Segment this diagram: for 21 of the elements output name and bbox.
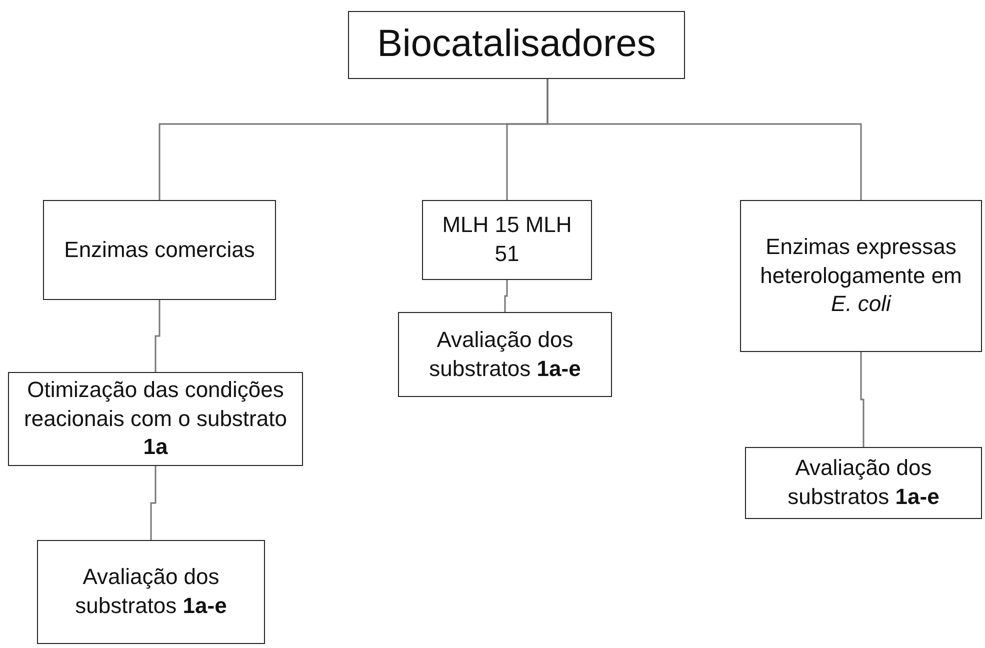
box-label: Enzimas comercias [64,236,255,264]
process-box [740,200,982,352]
connector-line [504,280,508,312]
connector-line [546,79,862,200]
connector-line [154,300,160,372]
box-label: Avaliação dos substratos 1a-e [74,563,228,620]
process-box [398,312,612,397]
process-box [348,11,685,79]
connector-line [150,466,156,540]
process-box [37,540,265,644]
box-label: MLH 15 MLH 51 [441,211,573,268]
box-label: Otimização das condições reacionais com o substrato 1a [23,376,288,462]
box-label: Biocatalisadores [377,22,656,68]
connector-line [860,352,864,447]
process-box [422,200,592,280]
process-box [43,200,276,300]
process-box [745,447,982,519]
box-label: Avaliação dos substratos 1a-e [428,326,582,382]
box-label: Avaliação dos substratos 1a-e [786,454,940,511]
process-box [8,372,303,466]
box-label: Enzimas expressas heterologamente em E. coli [759,233,963,318]
